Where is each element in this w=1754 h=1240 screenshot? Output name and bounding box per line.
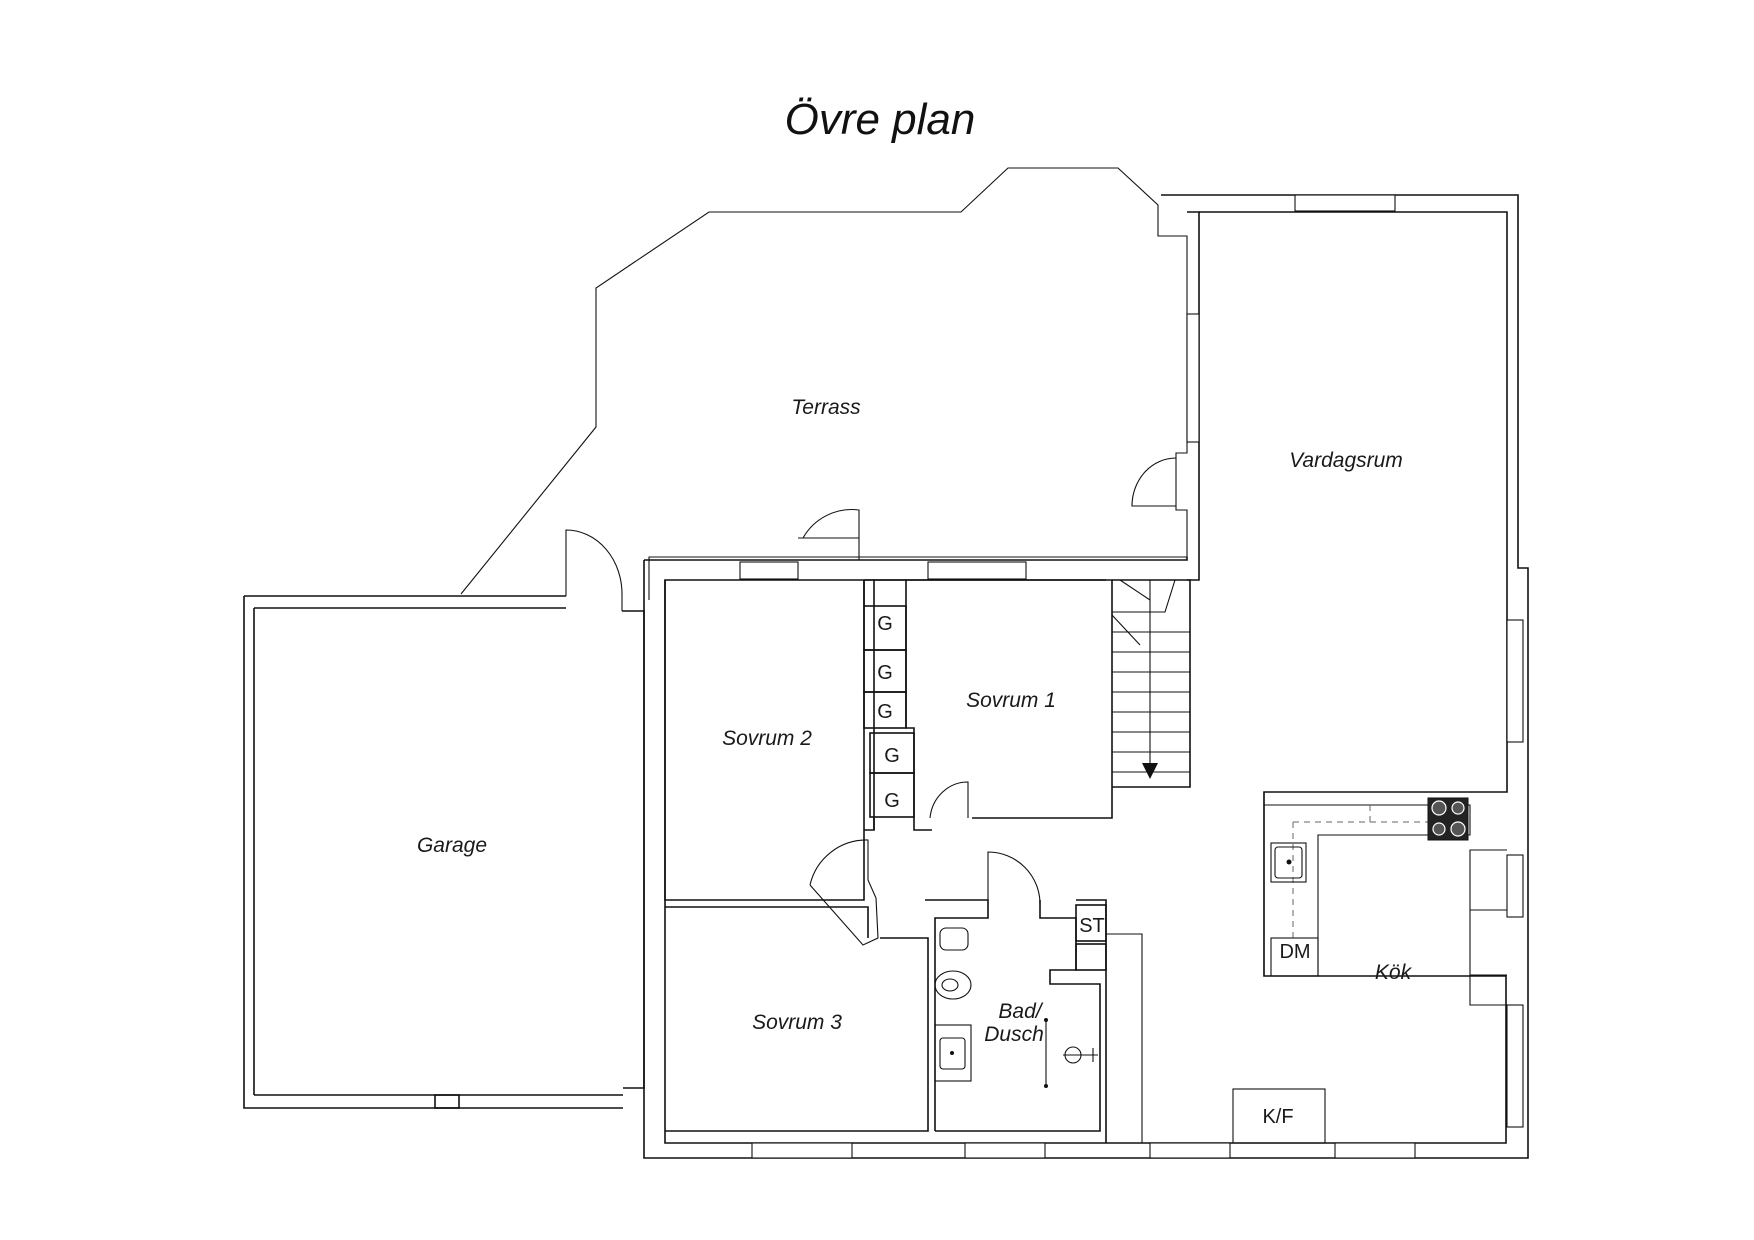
wardrobe-label: G	[877, 701, 893, 723]
balcony-door	[798, 508, 860, 560]
plan-title: Övre plan	[785, 95, 976, 144]
terrace-outline	[460, 167, 1188, 600]
sovrum1-wall	[913, 579, 1113, 831]
window	[964, 1142, 1046, 1159]
room-label-terrass: Terrass	[791, 396, 861, 419]
fridge-freezer-label: K/F	[1262, 1106, 1293, 1128]
bathroom-door	[987, 851, 1041, 905]
garage-door	[565, 529, 623, 611]
wardrobe-label: G	[877, 613, 893, 635]
shower-icon	[1044, 1018, 1098, 1088]
window	[739, 561, 799, 580]
room-label-dusch: Dusch	[984, 1023, 1044, 1046]
window	[1186, 313, 1200, 443]
room-label-sovrum2: Sovrum 2	[722, 727, 812, 750]
sovrum1-door	[929, 781, 969, 819]
storage-cabinet	[1075, 904, 1107, 942]
dishwasher-label: DM	[1279, 941, 1310, 963]
wardrobe-label: G	[877, 662, 893, 684]
bathroom-wall	[925, 899, 1101, 1132]
stove-icon	[1427, 797, 1469, 841]
window	[1506, 1004, 1524, 1128]
sovrum3-wall	[665, 906, 929, 1132]
room-label-bad: Bad/	[998, 1000, 1043, 1023]
window	[751, 1142, 853, 1159]
window	[927, 561, 1027, 580]
storage-cabinet	[1075, 943, 1107, 971]
outer-wall	[643, 194, 1529, 1159]
wall-cabinets	[1469, 849, 1507, 1006]
window	[1506, 619, 1524, 743]
wardrobe-label: G	[884, 790, 900, 812]
fridge-freezer	[1232, 1088, 1326, 1144]
room-label-sovrum3: Sovrum 3	[752, 1011, 842, 1034]
terrace-door	[1131, 457, 1177, 507]
hall-door	[809, 839, 879, 946]
window	[1294, 194, 1396, 212]
staircase	[1111, 579, 1191, 788]
wardrobe-label: G	[884, 745, 900, 767]
storage-label: ST	[1079, 915, 1105, 937]
garage-post	[434, 1094, 460, 1109]
window	[1334, 1142, 1416, 1159]
toilet-icon	[934, 927, 972, 1000]
room-label-vardagsrum: Vardagsrum	[1289, 449, 1403, 472]
window	[1149, 1142, 1231, 1159]
room-label-kok: Kök	[1375, 961, 1413, 984]
sink-icon	[934, 1024, 972, 1082]
room-label-garage: Garage	[417, 834, 487, 857]
room-label-sovrum1: Sovrum 1	[966, 689, 1056, 712]
window	[1506, 854, 1524, 918]
